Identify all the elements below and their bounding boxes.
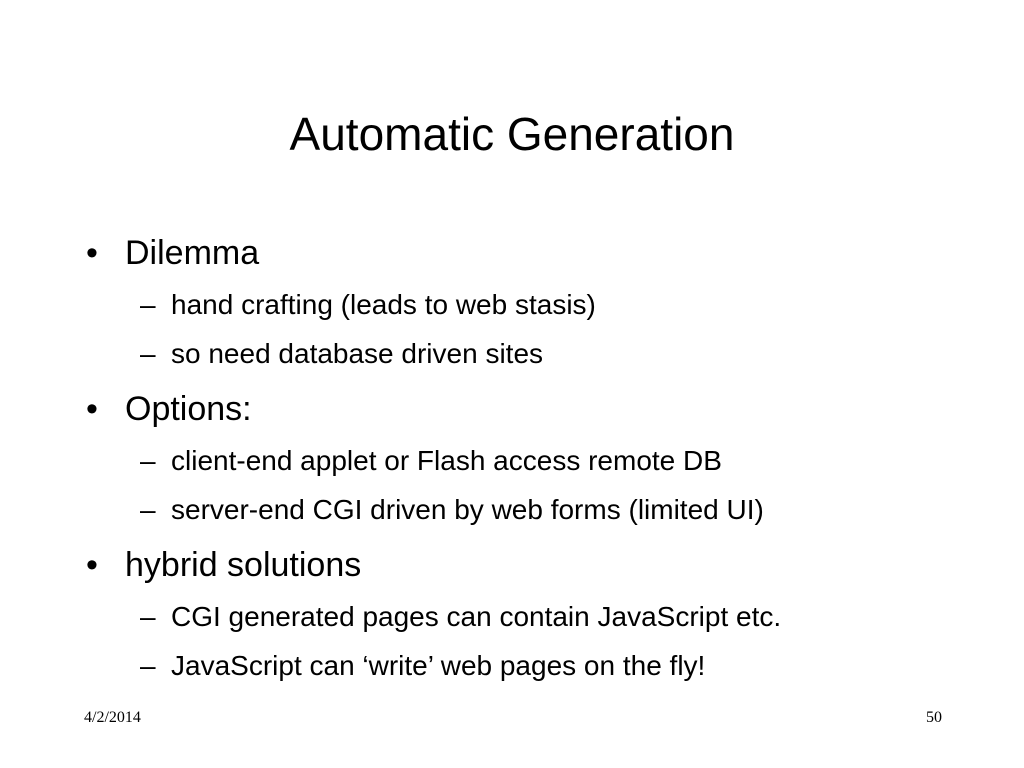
bullet-text: hybrid solutions [125, 546, 362, 584]
dash-marker: – [140, 650, 156, 681]
bullet-marker: • [86, 546, 98, 584]
dash-marker: – [140, 445, 156, 476]
bullet-marker: • [86, 390, 98, 428]
slide-title: Automatic Generation [289, 108, 735, 160]
sub-bullet-text: server-end CGI driven by web forms (limi… [171, 494, 764, 525]
dash-marker: – [140, 338, 156, 369]
dash-marker: – [140, 289, 156, 320]
sub-bullet-text: CGI generated pages can contain JavaScri… [171, 601, 782, 632]
sub-bullet-text: so need database driven sites [171, 338, 544, 369]
dash-marker: – [140, 601, 156, 632]
sub-bullet-text: JavaScript can ‘write’ web pages on the … [171, 650, 706, 681]
bullet-text: Options: [125, 390, 252, 428]
sub-bullet-text: hand crafting (leads to web stasis) [171, 289, 596, 320]
bullet-text: Dilemma [125, 234, 260, 272]
footer-page-number: 50 [926, 709, 942, 726]
dash-marker: – [140, 494, 156, 525]
footer-date: 4/2/2014 [84, 709, 141, 726]
bullet-marker: • [86, 234, 98, 272]
sub-bullet-text: client-end applet or Flash access remote… [171, 445, 722, 476]
